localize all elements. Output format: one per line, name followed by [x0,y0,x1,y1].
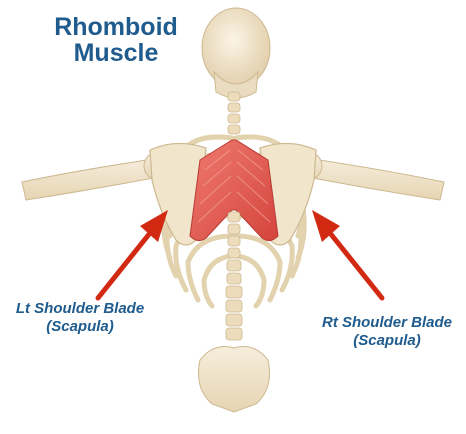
right-scapula-label: Rt Shoulder Blade (Scapula) [312,314,462,350]
left-arrow [98,210,168,298]
right-arm [294,152,444,200]
skull [202,8,270,98]
left-label-line-1: Lt Shoulder Blade [10,300,150,318]
left-arm [22,152,172,200]
diagram-title: Rhomboid Muscle [30,14,202,66]
title-line-1: Rhomboid [30,14,202,40]
spine [226,92,242,340]
pelvis [199,347,270,413]
left-label-line-2: (Scapula) [10,318,150,336]
title-line-2: Muscle [30,40,202,66]
right-arrow [312,210,382,298]
right-label-line-1: Rt Shoulder Blade [312,314,462,332]
right-label-line-2: (Scapula) [312,332,462,350]
left-scapula-label: Lt Shoulder Blade (Scapula) [10,300,150,336]
